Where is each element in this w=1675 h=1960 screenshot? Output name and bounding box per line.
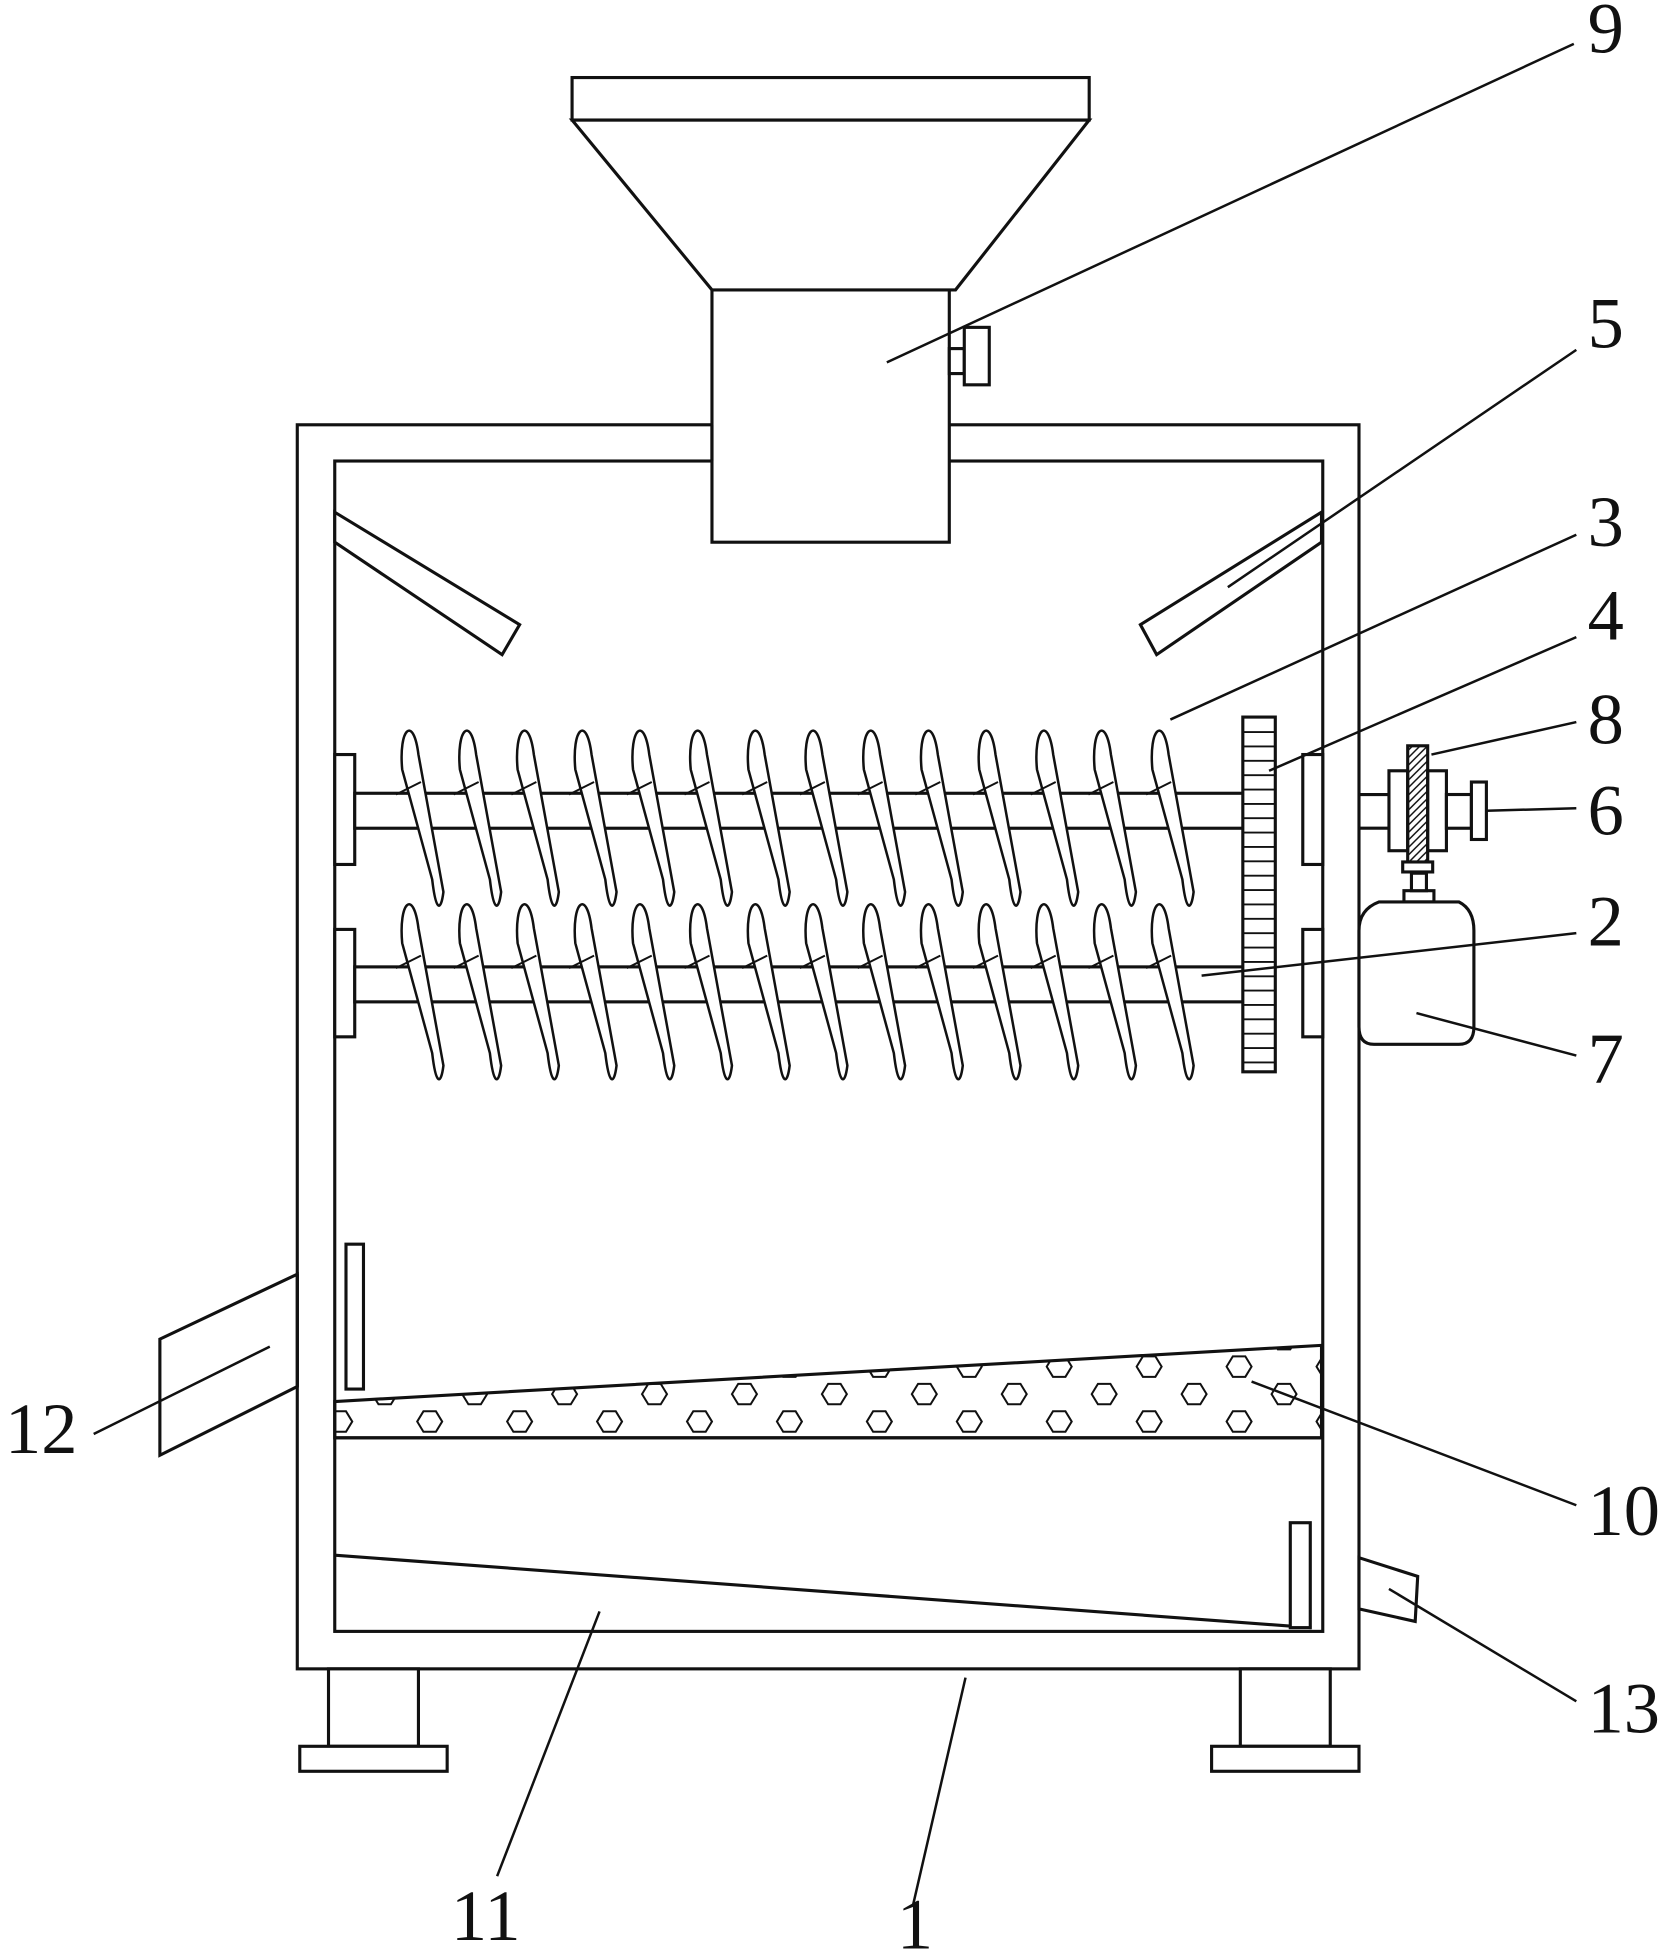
label-9: 9 <box>1588 0 1624 69</box>
label-7: 7 <box>1588 1018 1624 1099</box>
label-3: 3 <box>1588 481 1624 562</box>
label-12: 12 <box>5 1388 77 1469</box>
legs <box>300 1669 1359 1771</box>
label-13: 13 <box>1588 1668 1660 1749</box>
coupling <box>1403 746 1433 891</box>
label-10: 10 <box>1588 1470 1660 1551</box>
valve-knob <box>949 327 989 384</box>
label-8: 8 <box>1588 678 1624 759</box>
label-5: 5 <box>1588 282 1624 363</box>
motor <box>1359 873 1474 1044</box>
label-6: 6 <box>1588 769 1624 850</box>
label-2: 2 <box>1588 881 1624 962</box>
label-11: 11 <box>451 1875 521 1956</box>
label-1: 1 <box>897 1884 933 1960</box>
label-4: 4 <box>1588 575 1624 656</box>
